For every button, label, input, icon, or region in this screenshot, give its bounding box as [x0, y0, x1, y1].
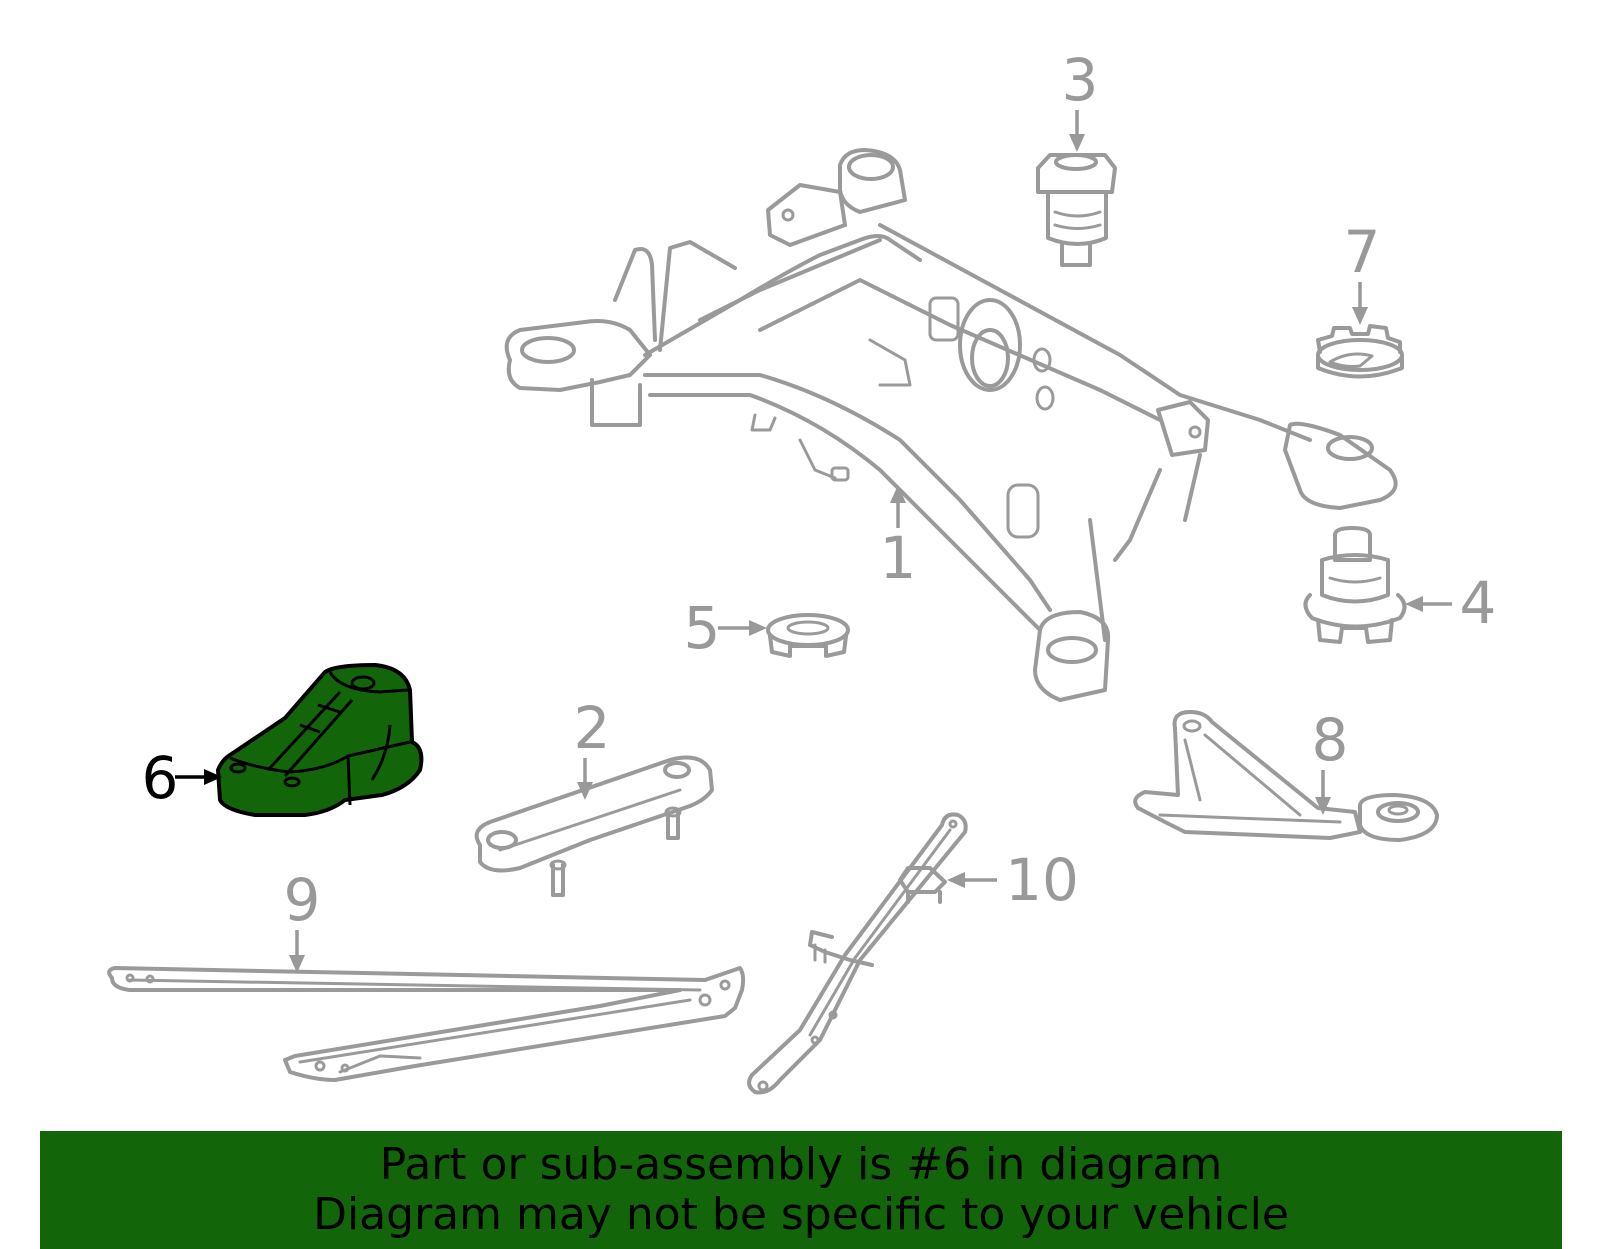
- callout-2[interactable]: 2: [574, 694, 611, 762]
- callout-4[interactable]: 4: [1460, 569, 1497, 637]
- part-8-control-arm[interactable]: [1133, 710, 1439, 842]
- info-banner: Part or sub-assembly is #6 in diagram Di…: [40, 1131, 1562, 1249]
- part-2-support-bracket[interactable]: [474, 755, 714, 897]
- callout-3[interactable]: 3: [1062, 46, 1099, 114]
- banner-line-disclaimer: Diagram may not be specific to your vehi…: [313, 1189, 1289, 1240]
- part-7-retainer[interactable]: [1316, 324, 1404, 379]
- part-3-bushing[interactable]: [1036, 153, 1117, 267]
- banner-line-part-number: Part or sub-assembly is #6 in diagram: [379, 1139, 1223, 1190]
- part-6-body[interactable]: [216, 663, 424, 817]
- part-1-subframe[interactable]: [504, 148, 1398, 702]
- callout-8[interactable]: 8: [1312, 706, 1349, 774]
- callout-1[interactable]: 1: [880, 524, 917, 592]
- part-9-brace[interactable]: [107, 966, 746, 1082]
- callout-5[interactable]: 5: [684, 594, 721, 662]
- part-6-mount-bracket[interactable]: [216, 663, 424, 817]
- callout-7[interactable]: 7: [1344, 218, 1381, 286]
- callout-6[interactable]: 6: [142, 744, 179, 812]
- part-4-bushing[interactable]: [1303, 526, 1407, 644]
- part-5-stopper[interactable]: [766, 613, 850, 658]
- part-10-brace[interactable]: [747, 812, 968, 1095]
- callout-arrows: [175, 110, 1452, 973]
- callout-10[interactable]: 10: [1005, 846, 1079, 914]
- callout-labels: 1 2 3 4 5 6 7 8 9 10: [142, 46, 1497, 934]
- callout-9[interactable]: 9: [284, 866, 321, 934]
